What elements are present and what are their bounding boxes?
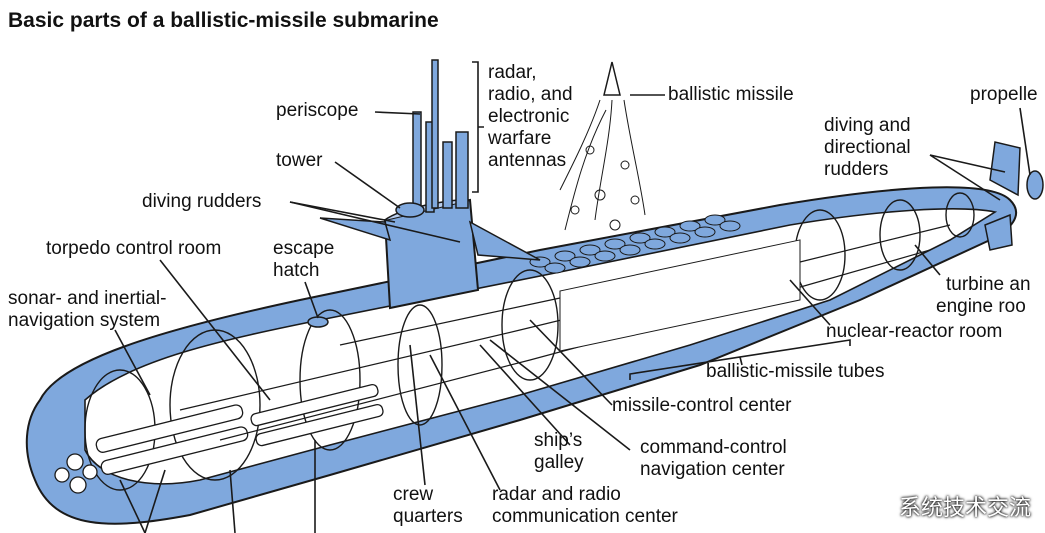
watermark: 系统技术交流 [898,496,1031,521]
label-ballistic-missile: ballistic missile [668,84,794,105]
label-torpedo-control-room: torpedo control room [46,238,222,259]
missile-hatches [529,214,741,274]
leader-lines [114,94,1031,533]
missile-tubes-bracket [629,339,851,380]
label-tower: tower [276,150,323,171]
label-diving-directional-line2: directional [824,137,911,158]
label-crew-line1: crew [393,484,434,505]
label-galley-line2: galley [534,452,584,473]
label-command-line1: command-control [640,437,787,458]
stern-fin-upper [989,141,1021,197]
label-periscope: periscope [276,100,359,121]
label-ballistic-missile-tubes: ballistic-missile tubes [706,361,885,382]
missile-tube-array [559,239,801,352]
propeller-shape [1026,170,1044,200]
label-diving-rudders: diving rudders [142,191,262,212]
label-antennas-line5: antennas [488,150,567,171]
label-diving-directional-line3: rudders [824,159,889,180]
label-turbine-line2: engine roo [936,296,1026,317]
label-galley-line1: ship’s [534,430,583,451]
label-escape-hatch-line2: hatch [273,260,320,281]
antenna-bracket [472,61,484,193]
label-command-line2: navigation center [640,459,785,480]
torpedo-tubes [54,383,384,494]
label-diving-directional-line1: diving and [824,115,911,136]
stern-fin-lower [984,213,1013,251]
sail-diving-rudders [319,217,541,261]
missile-shape [603,61,621,96]
label-sonar-line2: navigation system [8,310,161,331]
label-escape-hatch-line1: escape [273,238,335,259]
label-sonar-line1: sonar- and inertial- [8,288,167,309]
label-radar-comm-line2: communication center [492,506,678,527]
escape-hatch-shape [307,316,329,328]
label-antennas-line1: radar, [488,62,537,83]
label-antennas-line2: radio, and [488,84,573,105]
label-nuclear-reactor-room: nuclear-reactor room [826,321,1003,342]
label-crew-line2: quarters [393,506,463,527]
label-antennas-line4: warfare [488,128,552,149]
label-radar-comm-line1: radar and radio [492,484,621,505]
label-missile-control-center: missile-control center [612,395,792,416]
diagram-title: Basic parts of a ballistic-missile subma… [8,9,439,32]
label-propeller: propelle [970,84,1038,105]
label-antennas-line3: electronic [488,106,570,127]
tower-sail [383,198,480,310]
masts [412,59,469,213]
label-turbine-line1: turbine an [946,274,1031,295]
missile-plume [559,99,646,231]
